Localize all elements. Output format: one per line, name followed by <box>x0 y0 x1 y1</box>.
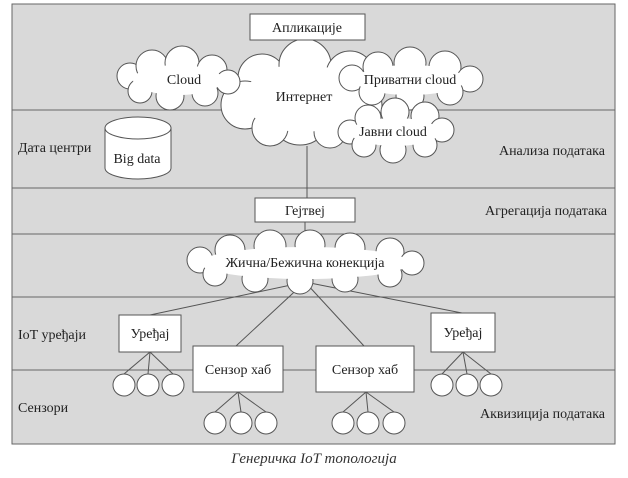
internet-cloud-fill <box>244 64 360 132</box>
cloud-left-fill <box>133 65 223 95</box>
layer-iot-devices-label: IoT уређаји <box>18 328 87 343</box>
device-right-label: Уређај <box>444 326 483 341</box>
sensor-node <box>382 411 406 435</box>
link-hr-s1 <box>342 391 367 413</box>
function-analysis-label: Анализа података <box>499 144 606 159</box>
sensor-node <box>455 373 479 397</box>
sensor-node <box>479 373 503 397</box>
hub-left-label: Сензор хаб <box>205 363 271 378</box>
sensor-node <box>112 373 136 397</box>
private-cloud-label: Приватни cloud <box>364 73 457 88</box>
sensor-node <box>136 373 160 397</box>
internet-label: Интернет <box>276 90 333 105</box>
hub-right-label: Сензор хаб <box>332 363 398 378</box>
sensor-node <box>356 411 380 435</box>
hub-right-box <box>315 345 415 393</box>
link-dr-s1 <box>441 351 464 375</box>
public-cloud-fill <box>350 118 440 146</box>
link-device-right <box>304 281 463 314</box>
link-dl-s2 <box>147 351 151 375</box>
figure-caption: Генеричка IoT топологија <box>231 451 397 467</box>
public-cloud-label: Јавни cloud <box>359 125 427 140</box>
sensor-node <box>161 373 185 397</box>
sensor-node <box>203 411 227 435</box>
applications-box <box>249 13 366 41</box>
connection-cloud-fill <box>200 247 410 279</box>
link-device-left <box>149 281 306 316</box>
band-dividers <box>12 109 615 371</box>
sensor-node <box>254 411 278 435</box>
cloud-label: Cloud <box>167 73 201 88</box>
link-hl-s2 <box>237 391 242 413</box>
gateway-box <box>254 197 356 223</box>
function-aggregation-label: Агрегација података <box>485 204 608 219</box>
sensor-group-device-left <box>112 373 185 397</box>
function-acquisition-label: Аквизиција података <box>480 407 606 422</box>
big-data-label: Big data <box>113 152 161 167</box>
sensor-group-hub-right <box>331 411 406 435</box>
link-hr-s3 <box>365 391 395 413</box>
hub-left-box <box>192 345 284 393</box>
big-data-cylinder <box>104 116 172 180</box>
link-hr-s2 <box>365 391 369 413</box>
link-hub-right <box>304 281 365 347</box>
device-left-box <box>118 314 182 353</box>
device-left-label: Уређај <box>131 327 170 342</box>
link-hl-s3 <box>237 391 267 413</box>
gateway-label: Гејтвеј <box>285 204 325 219</box>
layer-data-centers-label: Дата центри <box>18 141 92 156</box>
link-dl-s3 <box>149 351 174 375</box>
layer-sensors-label: Сензори <box>18 401 69 416</box>
connection-label: Жична/Бежична конекција <box>225 256 385 271</box>
sensor-group-hub-left <box>203 411 278 435</box>
sensor-node <box>229 411 253 435</box>
link-hl-s1 <box>214 391 239 413</box>
applications-label: Апликације <box>272 21 342 36</box>
sensor-node <box>430 373 454 397</box>
sensor-group-device-right <box>430 373 503 397</box>
link-dl-s1 <box>123 351 151 375</box>
link-dr-s3 <box>462 351 492 375</box>
link-dr-s2 <box>462 351 468 375</box>
device-right-box <box>430 312 496 353</box>
sensor-node <box>331 411 355 435</box>
private-cloud-fill <box>355 65 465 95</box>
